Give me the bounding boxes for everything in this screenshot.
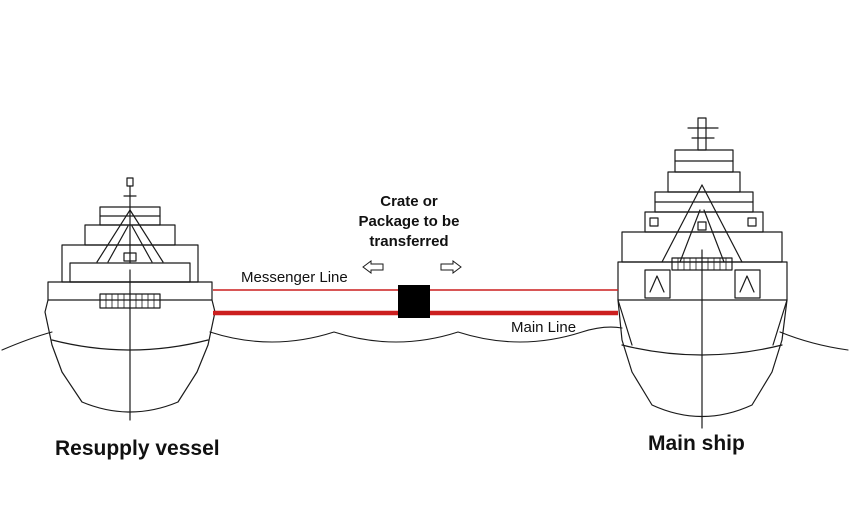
crate — [398, 285, 430, 318]
resupply-vessel — [44, 177, 216, 421]
resupply-hull — [44, 281, 216, 413]
crate-label-line-1: Crate or — [380, 193, 438, 210]
resupply-vessel-caption: Resupply vessel — [55, 437, 220, 460]
main-ship-mast — [697, 117, 707, 151]
main-line-label: Main Line — [511, 319, 577, 336]
main-ship — [617, 117, 788, 429]
resupply-mast — [126, 177, 134, 187]
right-arrow-icon — [440, 260, 462, 274]
left-arrow-icon — [362, 260, 384, 274]
main-ship-hull — [617, 261, 788, 418]
water-waves — [1, 326, 849, 351]
crate-label-line-3: transferred — [369, 233, 449, 250]
main-ship-caption: Main ship — [648, 432, 745, 455]
messenger-line-label: Messenger Line — [241, 269, 348, 286]
crate-label: Crate or Package to be transferred — [339, 192, 479, 252]
crate-label-line-2: Package to be — [358, 213, 460, 230]
